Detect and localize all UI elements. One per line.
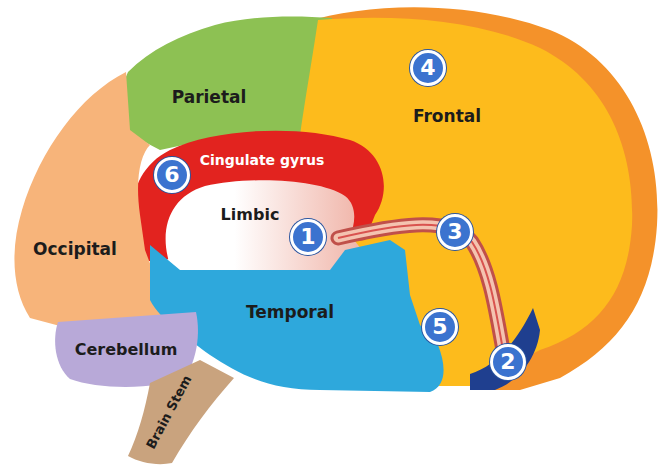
callout-number: 1 — [290, 219, 326, 255]
region-label: Parietal — [172, 88, 247, 108]
callout-number: 6 — [154, 157, 190, 193]
region-label: Cingulate gyrus — [200, 152, 325, 168]
region-label: Cerebellum — [75, 341, 178, 359]
callout-number: 5 — [422, 309, 458, 345]
region-label: Occipital — [33, 240, 117, 260]
region-label: Temporal — [246, 303, 334, 323]
region-label: Limbic — [221, 206, 280, 224]
callout-number: 4 — [410, 50, 446, 86]
region-label: Frontal — [413, 107, 481, 127]
callout-number: 2 — [490, 344, 526, 380]
callout-number: 3 — [437, 214, 473, 250]
